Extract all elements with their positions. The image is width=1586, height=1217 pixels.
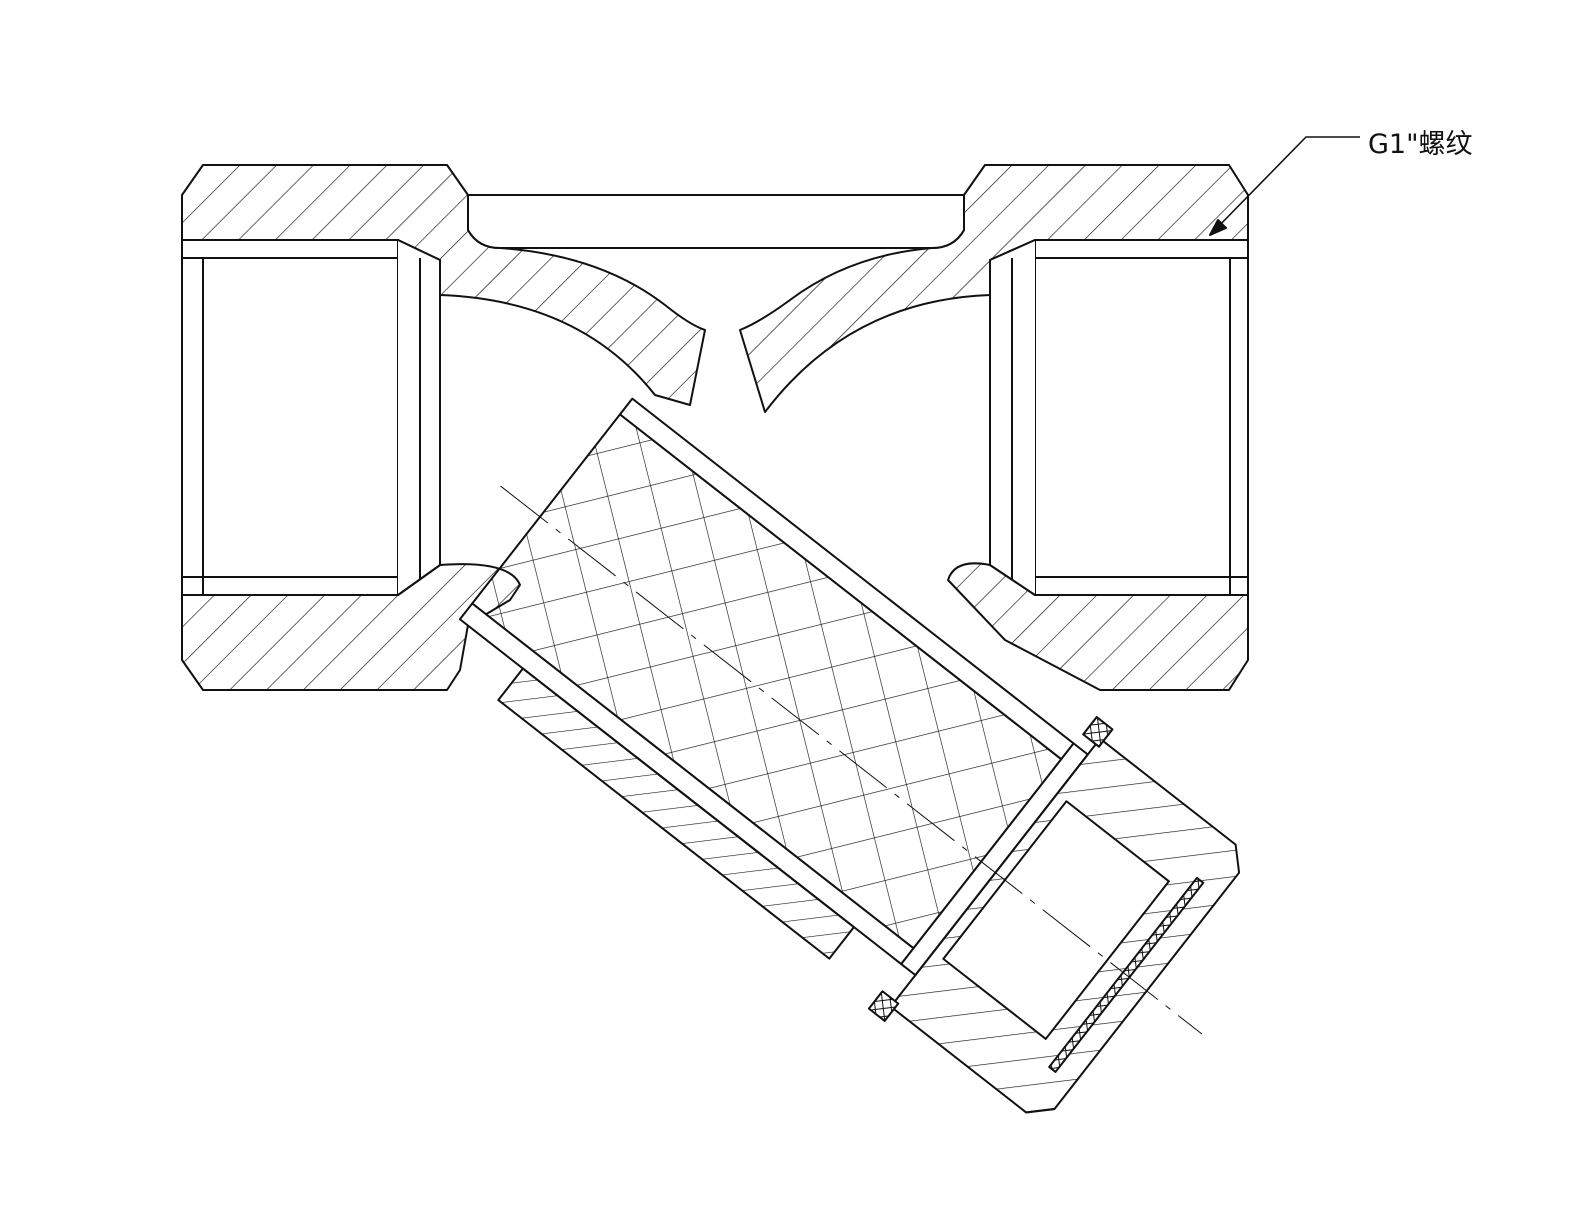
callout-arrow [1209, 219, 1227, 236]
gasket-bottom [867, 990, 900, 1022]
thread-spec-callout: G1"螺纹 [1368, 129, 1473, 160]
screen-chamber [458, 397, 1241, 1114]
centre-line [500, 485, 1203, 1035]
gasket-top [1082, 716, 1114, 748]
chamber-outer-ribbed-wall [497, 667, 855, 960]
left-port-outer [181, 239, 399, 596]
callout-leader [1209, 136, 1360, 236]
right-port-outer [1034, 239, 1249, 596]
top-slot [467, 194, 965, 249]
